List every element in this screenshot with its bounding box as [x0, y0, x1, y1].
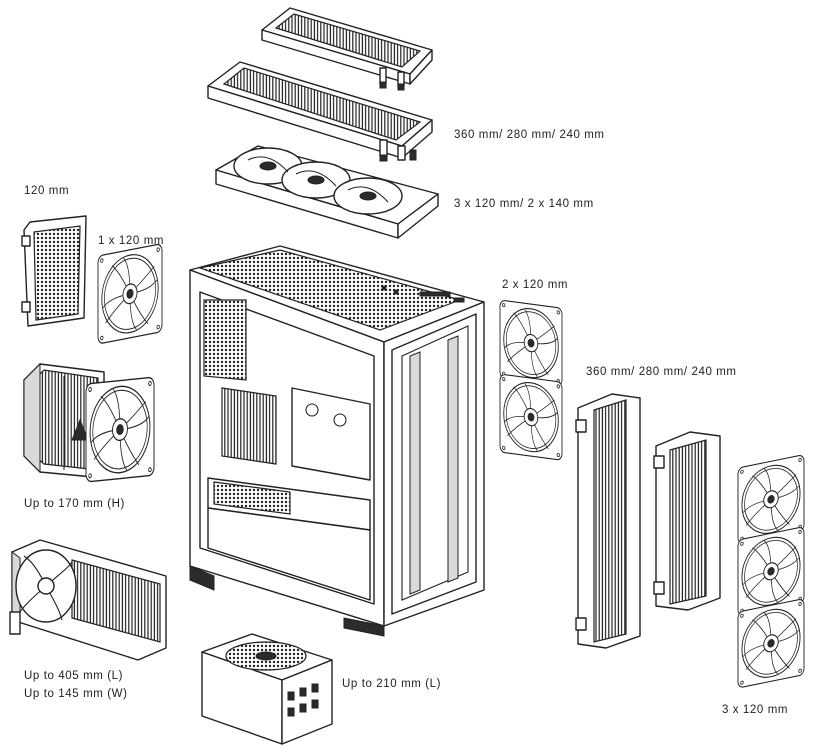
gpu-length-label: Up to 405 mm (L): [24, 670, 124, 682]
pc-case: [189, 245, 485, 637]
side-radiator-large: [575, 393, 641, 649]
rear-radiator-label: 120 mm: [24, 185, 70, 197]
rear-fan: [97, 243, 163, 345]
side-fans: [737, 454, 805, 689]
side-fans-label: 3 x 120 mm: [722, 704, 789, 716]
cpu-cooler-label: Up to 170 mm (H): [24, 498, 125, 510]
power-supply: [201, 633, 333, 745]
side-radiator-small: [653, 431, 721, 611]
top-radiator-upper: [261, 7, 433, 91]
front-fans: [499, 299, 563, 461]
side-radiator-label: 360 mm/ 280 mm/ 240 mm: [586, 366, 737, 378]
front-fans-label: 2 x 120 mm: [502, 279, 569, 291]
rear-radiator: [21, 215, 87, 327]
top-radiator-label: 360 mm/ 280 mm/ 240 mm: [454, 129, 605, 141]
gpu-width-label: Up to 145 mm (W): [24, 688, 128, 700]
graphics-card: [9, 539, 167, 661]
cpu-tower-cooler: [23, 362, 155, 483]
rear-fan-label: 1 x 120 mm: [98, 235, 165, 247]
psu-label: Up to 210 mm (L): [342, 678, 442, 690]
top-fans-label: 3 x 120 mm/ 2 x 140 mm: [454, 198, 594, 210]
top-fan-tray: [215, 145, 439, 239]
top-radiator: [207, 61, 433, 162]
